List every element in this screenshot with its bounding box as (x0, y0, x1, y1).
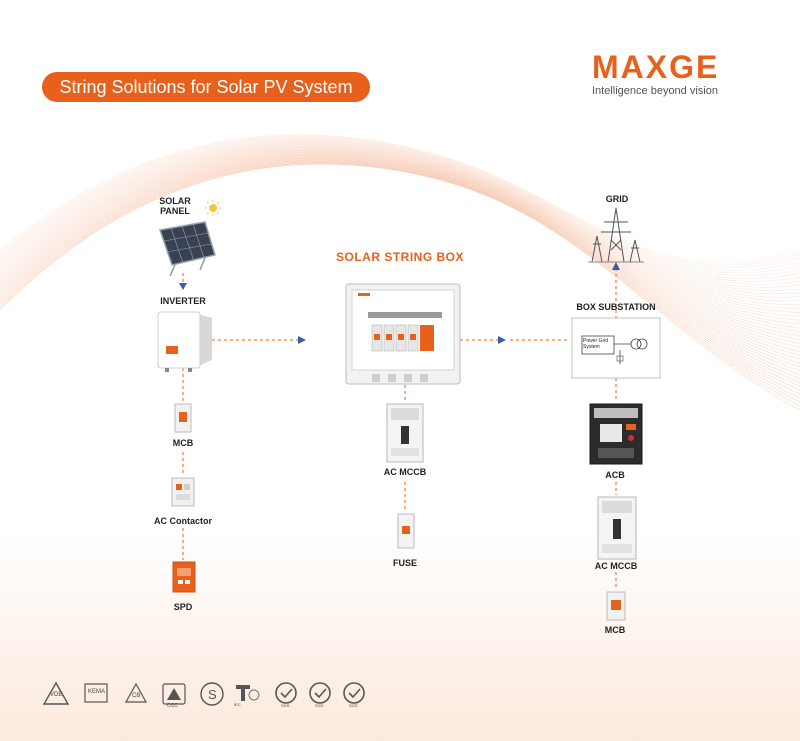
mccb-icon (386, 403, 424, 463)
wave-line (0, 136, 800, 271)
mcb-icon (174, 403, 192, 433)
wave-line (0, 145, 800, 309)
ac-contactor-label: AC Contactor (154, 516, 212, 526)
box-substation-label: BOX SUBSTATION (576, 302, 656, 312)
spd-label: SPD (173, 602, 193, 612)
wave-line (0, 151, 800, 344)
wave-line (0, 152, 800, 348)
wave-line (0, 140, 800, 285)
s-mark-cert-icon: S (198, 680, 226, 708)
flow-arrows (179, 262, 620, 344)
wave-line (0, 149, 800, 333)
grid-label: GRID (605, 194, 629, 204)
wave-line (0, 154, 800, 360)
wave-line (0, 138, 800, 276)
wave-line (0, 163, 800, 411)
wave-line (0, 163, 800, 407)
transmission-tower-icon (588, 207, 644, 263)
wave-line (0, 161, 800, 399)
inverter-icon (157, 311, 212, 372)
wave-line (0, 134, 800, 264)
wave-line (0, 141, 800, 291)
page-title: String Solutions for Solar PV System (42, 72, 370, 102)
wave-line (0, 147, 800, 321)
wave-line (0, 159, 800, 387)
sgs-cert-icon: SGS (306, 680, 334, 708)
mccb-icon (597, 496, 637, 560)
wave-line (0, 135, 800, 268)
wave-line (0, 135, 800, 266)
iec-cert-icon: IEC (232, 680, 260, 708)
wave-line (0, 160, 800, 391)
sun-icon (205, 200, 221, 216)
substation-icon (571, 317, 661, 379)
wave-line (0, 156, 800, 368)
wave-line (0, 153, 800, 356)
wave-line (0, 139, 800, 282)
kema-cert-icon: KEMA (82, 680, 110, 708)
wave-line (0, 148, 800, 325)
cb-cert-icon: CB (122, 680, 150, 708)
spd-icon (172, 561, 196, 593)
wave-line (0, 138, 800, 279)
ccc-cert-icon: CCC (160, 680, 188, 709)
sgs-cert-icon: SGS (340, 680, 368, 708)
wave-line (0, 146, 800, 313)
string-box-label: SOLAR STRING BOX (336, 250, 465, 264)
wave-line (0, 161, 800, 395)
wave-line (0, 143, 800, 302)
right-mcb-label: MCB (604, 625, 626, 635)
solar-panel-icon (159, 221, 216, 277)
wave-line (0, 137, 800, 274)
certification-row: VDE KEMA CB CCC S IEC SGS SGS SGS (42, 680, 372, 714)
mcb-icon (606, 591, 626, 621)
wave-line (0, 153, 800, 352)
acb-icon (589, 403, 643, 465)
wave-line (0, 144, 800, 305)
right-mccb-label: AC MCCB (594, 561, 638, 571)
wave-line (0, 155, 800, 364)
left-mcb-label: MCB (172, 438, 194, 448)
wave-line (0, 150, 800, 337)
wave-line (0, 146, 800, 317)
center-mccb-label: AC MCCB (383, 467, 427, 477)
wave-line (0, 151, 800, 341)
brand-logo: MAXGE Intelligence beyond vision (592, 50, 752, 98)
wave-line (0, 148, 800, 329)
fuse-label: FUSE (392, 558, 417, 568)
wave-line (0, 142, 800, 295)
solar-panel-label: SOLAR PANEL (159, 196, 191, 216)
wave-line (0, 158, 800, 383)
wave-line (0, 158, 800, 380)
wave-line (0, 157, 800, 376)
brand-name: MAXGE (592, 49, 720, 85)
fuse-icon (397, 513, 415, 549)
acb-label: ACB (605, 470, 625, 480)
string-box-icon (345, 283, 461, 385)
sgs-cert-icon: SGS (272, 680, 300, 708)
wave-line (0, 162, 800, 403)
substation-inner-label: Power Grid System (583, 338, 609, 350)
wave-line (0, 156, 800, 372)
inverter-label: INVERTER (160, 296, 206, 306)
wave-line (0, 143, 800, 298)
vde-cert-icon: VDE (42, 680, 70, 708)
wave-line (0, 141, 800, 288)
brand-tagline: Intelligence beyond vision (592, 85, 718, 97)
contactor-icon (171, 477, 195, 507)
